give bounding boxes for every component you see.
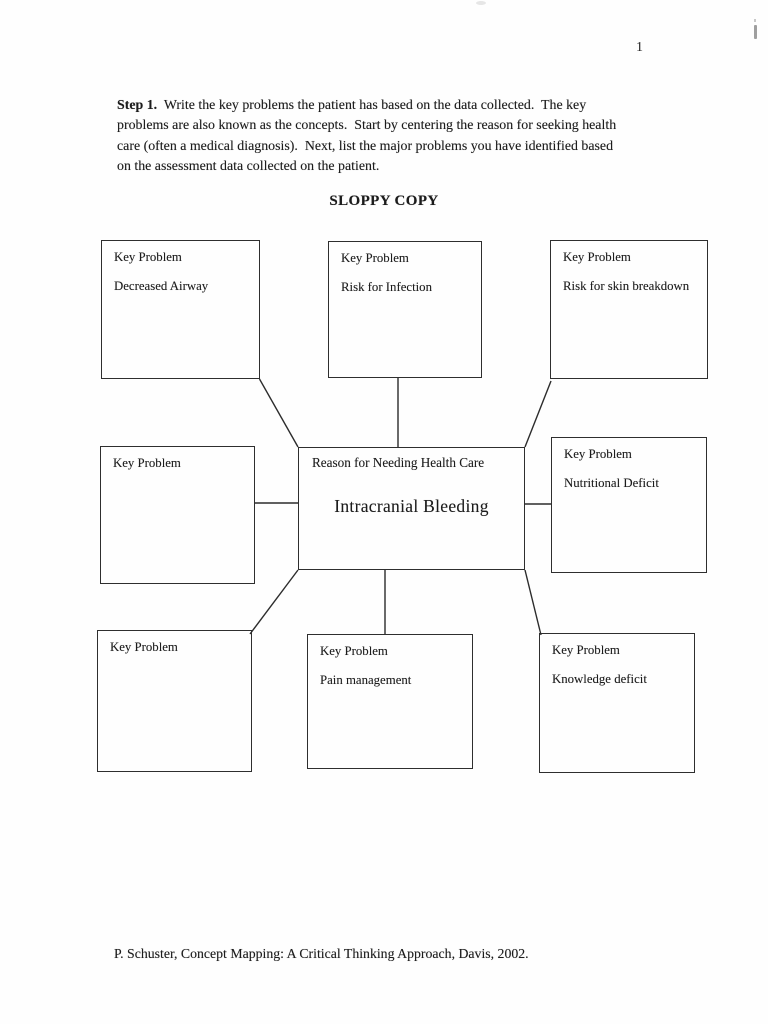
box-label: Key Problem	[110, 640, 178, 654]
connector-top-right	[524, 380, 552, 448]
box-value: Pain management	[320, 673, 412, 687]
box-label: Key Problem	[552, 643, 620, 657]
box-label: Key Problem	[320, 644, 388, 658]
key-problem-box-top-right: Key Problem Risk for skin breakdown	[550, 240, 708, 379]
box-value: Decreased Airway	[114, 279, 209, 293]
connector-top-left	[258, 378, 299, 448]
step-label: Step 1.	[117, 98, 158, 113]
box-label: Key Problem	[114, 250, 182, 264]
box-label: Key Problem	[341, 251, 409, 265]
scan-artifact	[754, 19, 757, 39]
key-problem-box-bottom-right: Key Problem Knowledge deficit	[539, 633, 695, 773]
connector-bottom-right	[524, 569, 542, 636]
box-label: Reason for Needing Health Care	[312, 455, 485, 470]
scan-artifact	[476, 1, 486, 5]
center-reason-box: Reason for Needing Health Care Intracran…	[298, 447, 525, 570]
box-value	[101, 471, 254, 485]
key-problem-box-middle-right: Key Problem Nutritional Deficit	[551, 437, 707, 573]
key-problem-box-middle-left: Key Problem	[100, 446, 255, 584]
key-problem-box-bottom-center: Key Problem Pain management	[307, 634, 473, 769]
key-problem-box-top-left: Key Problem Decreased Airway	[101, 240, 260, 379]
key-problem-box-bottom-left: Key Problem	[97, 630, 252, 772]
instruction-line: care (often a medical diagnosis). Next, …	[117, 138, 614, 154]
key-problem-box-top-center: Key Problem Risk for Infection	[328, 241, 482, 378]
instruction-line: Step 1. Write the key problems the patie…	[117, 96, 677, 116]
instruction-line: on the assessment data collected on the …	[117, 159, 380, 175]
box-value: Nutritional Deficit	[564, 476, 659, 490]
box-label: Key Problem	[563, 250, 631, 264]
citation-footer: P. Schuster, Concept Mapping: A Critical…	[114, 946, 529, 961]
box-value: Knowledge deficit	[552, 672, 647, 686]
box-value: Risk for skin breakdown	[563, 279, 690, 293]
box-value: Risk for Infection	[341, 280, 432, 294]
box-value	[98, 655, 251, 669]
box-label: Key Problem	[113, 456, 181, 470]
instruction-line: problems are also known as the concepts.…	[117, 118, 617, 134]
diagram-title: SLOPPY COPY	[329, 193, 439, 209]
box-value: Intracranial Bleeding	[334, 496, 489, 516]
page-number: 1	[636, 40, 643, 55]
box-label: Key Problem	[564, 447, 632, 461]
instruction-text: Write the key problems the patient has b…	[157, 98, 587, 113]
step-instructions: Step 1. Write the key problems the patie…	[117, 96, 677, 178]
connector-bottom-left	[249, 569, 299, 635]
